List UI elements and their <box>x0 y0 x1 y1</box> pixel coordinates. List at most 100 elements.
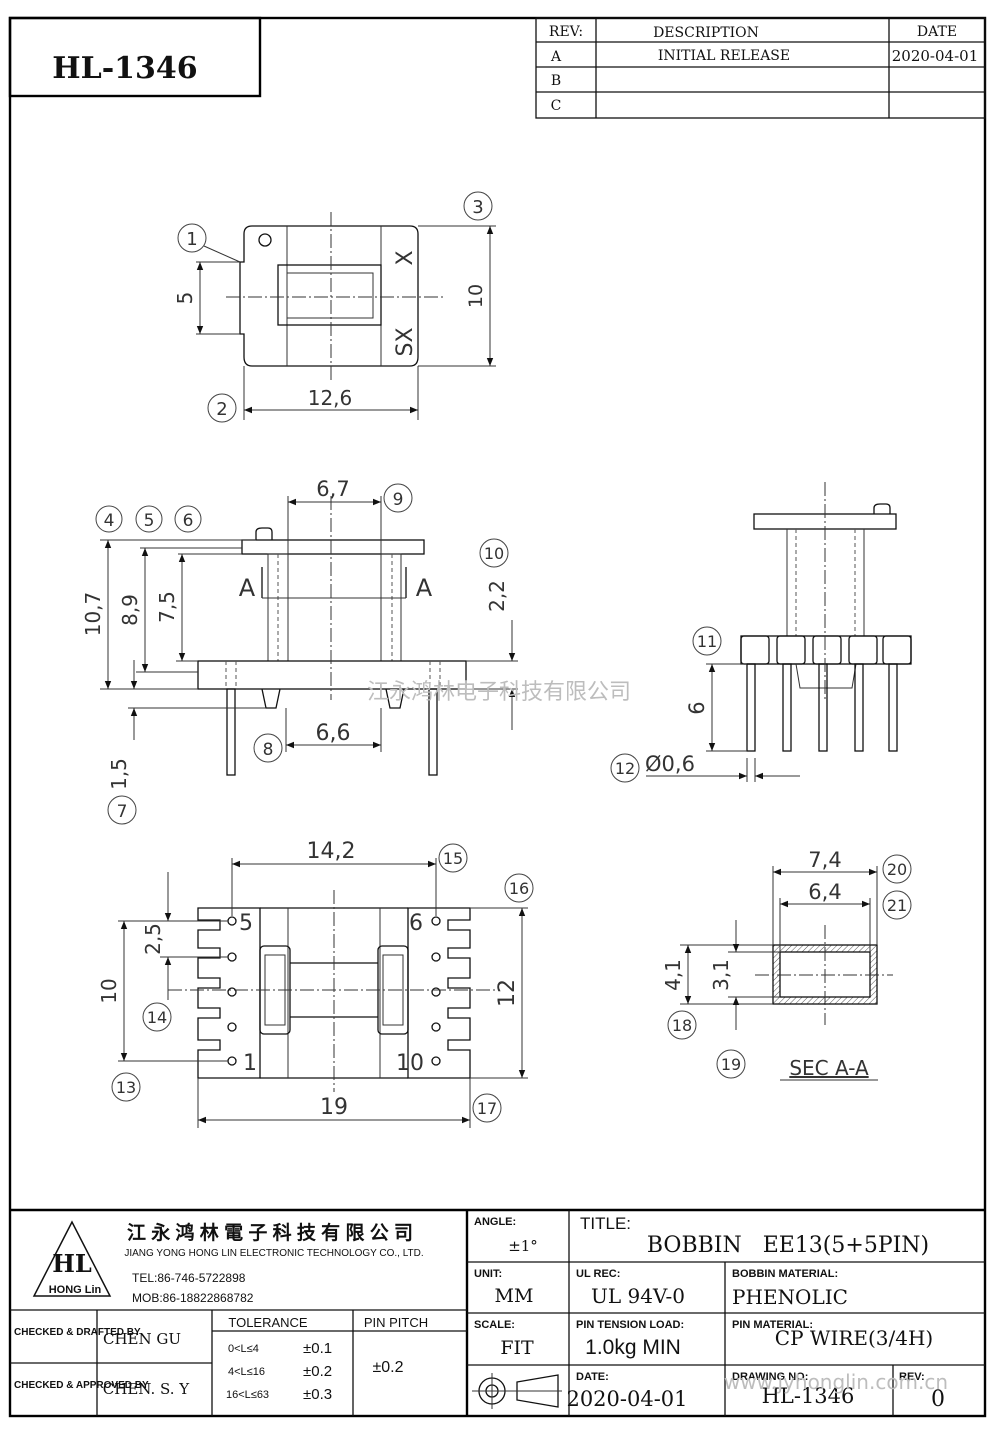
section-marker-left: A <box>239 574 256 602</box>
pin-pitch-value: ±0.2 <box>372 1359 403 1376</box>
tolerance-value-2: ±0.2 <box>303 1363 332 1380</box>
date-value: 2020-04-01 <box>566 1387 687 1411</box>
callout-15 <box>438 843 468 873</box>
front-dim-2-2: 2,2 <box>485 580 509 612</box>
callout-4 <box>95 505 123 533</box>
callout-19 <box>716 1049 746 1079</box>
section-label: SEC A-A <box>789 1056 869 1080</box>
watermark-url: www.jyhonglin.com.cn <box>724 1370 948 1394</box>
checked-drafted-by: CHEN GU <box>103 1330 181 1348</box>
company-name-cn: 江 永 鸿 林 電 子 科 技 有 限 公 司 <box>127 1221 413 1244</box>
callout-5-label: 5 <box>144 511 155 531</box>
front-dim-7-5: 7,5 <box>155 591 179 623</box>
callout-3 <box>463 191 493 221</box>
callout-21 <box>882 890 912 920</box>
callout-6-label: 6 <box>183 511 194 531</box>
bottom-dim-2-5: 2,5 <box>141 923 165 955</box>
date-label: DATE: <box>576 1371 609 1383</box>
callout-13 <box>111 1072 141 1102</box>
pin-material-label: PIN MATERIAL: <box>732 1319 813 1331</box>
front-dim-6-6: 6,6 <box>316 721 351 746</box>
top-mark-sx: SX <box>393 327 418 356</box>
checked-approved-by: CHEN. S. Y <box>103 1380 190 1398</box>
bottom-dim-10: 10 <box>97 978 121 1003</box>
callout-15-label: 15 <box>443 849 463 868</box>
rev-row-a: A <box>550 49 562 65</box>
section-dim-6-4: 6,4 <box>808 880 841 904</box>
part-number: HL-1346 <box>52 51 197 86</box>
callout-12 <box>610 753 640 783</box>
tolerance-value-3: ±0.3 <box>303 1386 332 1403</box>
tolerance-range-3: 16<L≤63 <box>226 1389 269 1401</box>
checked-drafted-label: CHECKED & DRAFTED BY <box>14 1327 141 1338</box>
rev-row-a-description: INITIAL RELEASE <box>658 48 790 64</box>
unit-value: MM <box>495 1285 534 1307</box>
callout-20-label: 20 <box>887 860 907 879</box>
angle-label: ANGLE: <box>474 1216 516 1228</box>
projection-symbol-icon <box>472 1373 562 1409</box>
callout-9 <box>383 483 413 513</box>
top-view: 5 10 12,6 X SX 1 2 3 <box>173 191 496 423</box>
logo-text: HL <box>52 1249 92 1278</box>
drawing-no-label: DRAWING NO: <box>732 1371 808 1383</box>
pin-label-6: 6 <box>409 911 423 936</box>
callout-8-label: 8 <box>263 740 274 760</box>
callout-9-label: 9 <box>393 490 404 510</box>
drawing-no-value: HL-1346 <box>762 1384 855 1408</box>
callout-18-label: 18 <box>672 1016 692 1035</box>
scale-value: FIT <box>500 1337 534 1359</box>
callout-4-label: 4 <box>104 511 115 531</box>
top-dim-12-6: 12,6 <box>308 386 353 410</box>
callout-2 <box>207 393 237 423</box>
side-view: 6 Ø0,6 11 12 <box>610 482 912 783</box>
scale-label: SCALE: <box>474 1319 515 1331</box>
callout-1-label: 1 <box>186 229 197 250</box>
date-header: DATE <box>917 24 957 40</box>
pin-label-1: 1 <box>243 1051 257 1076</box>
callout-17 <box>472 1093 502 1123</box>
company-logo: HL HONG Lin <box>32 1220 112 1297</box>
top-mark-x: X <box>393 250 418 265</box>
company-name-en: JIANG YONG HONG LIN ELECTRONIC TECHNOLOG… <box>124 1248 423 1259</box>
callout-16-label: 16 <box>509 879 529 898</box>
section-marker-right: A <box>416 574 433 602</box>
callout-8 <box>253 733 283 763</box>
rev-label: REV: <box>899 1371 925 1383</box>
checked-approved-label: CHECKED & APPROVED BY <box>14 1380 149 1391</box>
front-dim-1-5: 1,5 <box>107 758 131 790</box>
bobbin-material-value: PHENOLIC <box>732 1285 848 1309</box>
tolerance-range-2: 4<L≤16 <box>228 1366 265 1378</box>
title-label: TITLE: <box>580 1214 631 1233</box>
pin-material-value: CP WIRE(3/4H) <box>775 1326 933 1350</box>
rev-row-c: C <box>551 98 562 114</box>
callout-17-label: 17 <box>477 1099 497 1118</box>
tolerance-range-1: 0<L≤4 <box>228 1343 259 1355</box>
angle-value: ±1° <box>508 1237 538 1255</box>
unit-label: UNIT: <box>474 1268 502 1280</box>
company-tel: TEL:86-746-5722898 <box>132 1271 246 1285</box>
pin-tension-value: 1.0kg MIN <box>585 1336 681 1359</box>
section-dim-7-4: 7,4 <box>808 848 841 872</box>
callout-11-label: 11 <box>697 632 717 651</box>
part-number-box: HL-1346 <box>8 16 262 98</box>
callout-12-label: 12 <box>615 759 635 778</box>
callout-19-label: 19 <box>721 1055 741 1074</box>
section-view: 7,4 6,4 4,1 3,1 SEC A-A 18 19 20 21 <box>661 848 912 1081</box>
sheet-border <box>8 16 987 1418</box>
rev-row-b: B <box>551 73 561 89</box>
watermark-cn: 江永鸿林电子科技有限公司 <box>367 680 631 705</box>
callout-3-label: 3 <box>472 197 483 218</box>
logo-subtext: HONG Lin <box>49 1284 102 1296</box>
ul-value: UL 94V-0 <box>591 1284 685 1308</box>
callout-13-label: 13 <box>116 1078 136 1097</box>
rev-value: 0 <box>931 1387 945 1412</box>
pin-pitch-label: PIN PITCH <box>364 1315 428 1330</box>
company-mob: MOB:86-18822868782 <box>132 1291 254 1305</box>
side-dim-6: 6 <box>685 701 709 714</box>
callout-1 <box>177 223 207 253</box>
callout-7-label: 7 <box>117 802 128 822</box>
top-dim-10: 10 <box>465 284 487 308</box>
title-block: HL HONG Lin 江 永 鸿 林 電 子 科 技 有 限 公 司 JIAN… <box>10 1208 985 1416</box>
callout-16 <box>504 873 534 903</box>
